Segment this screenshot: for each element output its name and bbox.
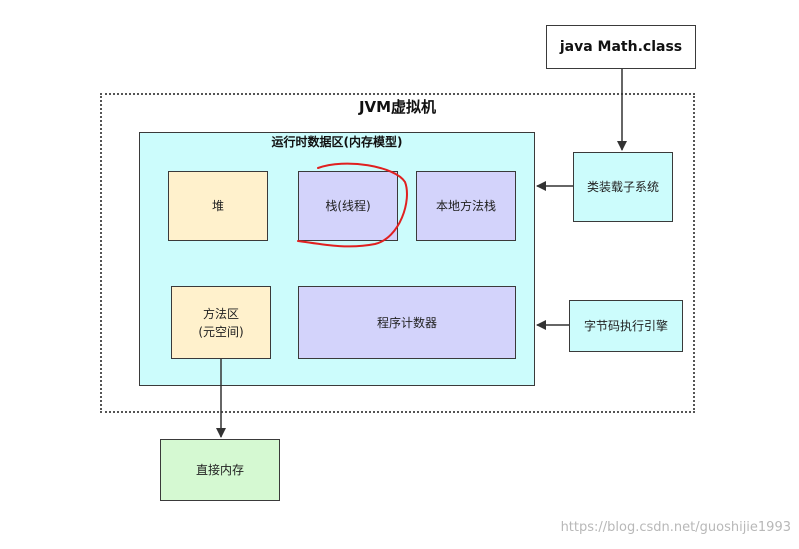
method-area-box: 方法区 (元空间)	[171, 286, 271, 359]
java-class-box: java Math.class	[546, 25, 696, 69]
method-area-sublabel: (元空间)	[198, 324, 244, 339]
java-class-label: java Math.class	[559, 38, 683, 55]
jvm-boundary	[100, 93, 695, 413]
jvm-title: JVM虚拟机	[358, 98, 437, 116]
bytecode-engine-box: 字节码执行引擎	[569, 300, 683, 352]
stack-label: 栈(线程)	[325, 199, 371, 213]
class-loader-box: 类装载子系统	[573, 152, 673, 222]
class-loader-label: 类装载子系统	[586, 180, 659, 194]
native-method-stack-box: 本地方法栈	[416, 171, 516, 241]
runtime-data-area-title: 运行时数据区(内存模型)	[271, 135, 403, 149]
stack-box: 栈(线程)	[298, 171, 398, 241]
program-counter-box: 程序计数器	[298, 286, 516, 359]
direct-memory-label: 直接内存	[195, 463, 244, 477]
red-annotation-circle	[297, 162, 408, 248]
program-counter-label: 程序计数器	[376, 315, 437, 330]
watermark: https://blog.csdn.net/guoshijie1993	[560, 520, 791, 535]
method-area-label: 方法区	[202, 306, 239, 321]
heap-box: 堆	[168, 171, 268, 241]
native-method-stack-label: 本地方法栈	[435, 199, 496, 213]
bytecode-engine-label: 字节码执行引擎	[583, 319, 668, 333]
direct-memory-box: 直接内存	[160, 439, 280, 501]
heap-label: 堆	[211, 199, 224, 213]
